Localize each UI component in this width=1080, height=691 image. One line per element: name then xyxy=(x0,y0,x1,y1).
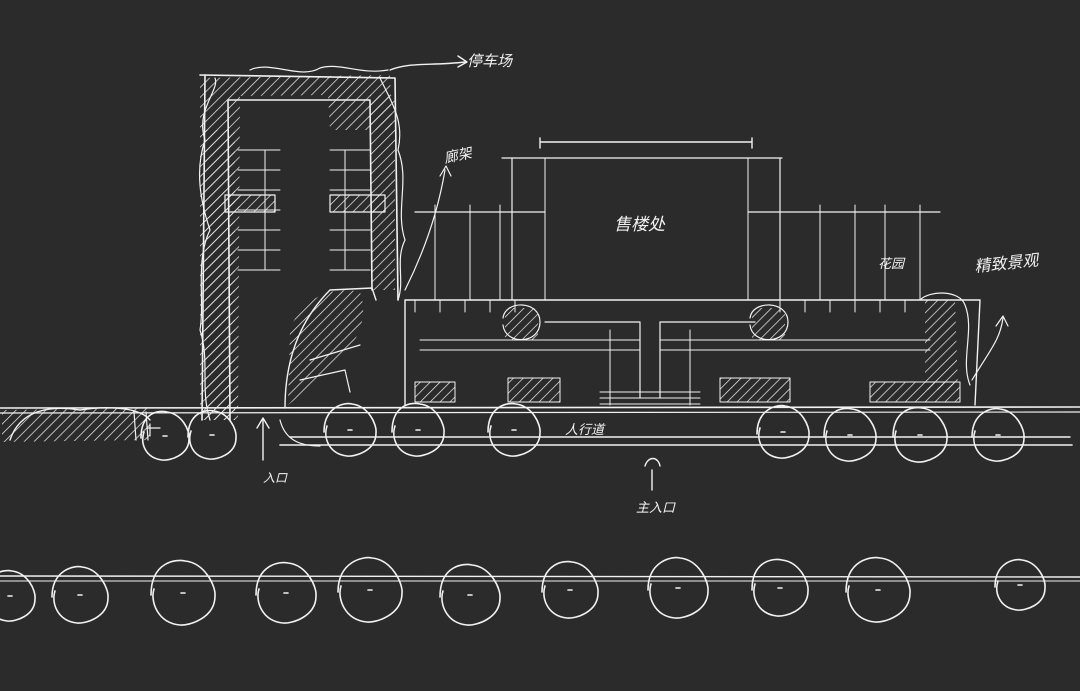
tree-icon xyxy=(337,556,403,623)
tree-icon xyxy=(323,402,377,457)
road-lines xyxy=(0,406,1080,582)
tree-icon xyxy=(150,559,216,626)
tree-icon xyxy=(823,407,877,462)
entrance-plaza xyxy=(279,287,377,447)
tree-icon xyxy=(439,563,501,626)
tree-icon xyxy=(647,556,709,619)
label-fine-landscape: 精致景观 xyxy=(973,250,1041,276)
label-entrance: 入口 xyxy=(263,471,288,485)
sales-office-building xyxy=(404,137,1009,406)
label-sales-office: 售楼处 xyxy=(614,215,666,235)
label-pavilion: 廊架 xyxy=(443,145,476,167)
tree-icon xyxy=(751,558,809,617)
tree-icon xyxy=(51,565,109,624)
tree-icon xyxy=(756,404,810,459)
left-planting-strip xyxy=(2,407,161,442)
tree-icon xyxy=(255,561,317,624)
tree-icon xyxy=(541,560,599,619)
label-garden: 花园 xyxy=(878,257,906,272)
entrance-arrows xyxy=(256,417,661,491)
label-sidewalk: 人行道 xyxy=(565,423,606,438)
tree-icon xyxy=(845,556,911,623)
tree-icon xyxy=(892,406,948,463)
tree-icon xyxy=(0,569,36,622)
label-parking: 停车场 xyxy=(467,52,514,70)
label-main-entrance: 主入口 xyxy=(636,501,676,516)
tree-icon xyxy=(994,558,1046,611)
tree-icon xyxy=(391,402,445,457)
tree-icon xyxy=(971,407,1025,462)
tree-icon xyxy=(187,409,237,460)
street-trees xyxy=(0,402,1046,626)
parking-lot xyxy=(198,55,468,421)
tree-icon xyxy=(487,402,541,457)
